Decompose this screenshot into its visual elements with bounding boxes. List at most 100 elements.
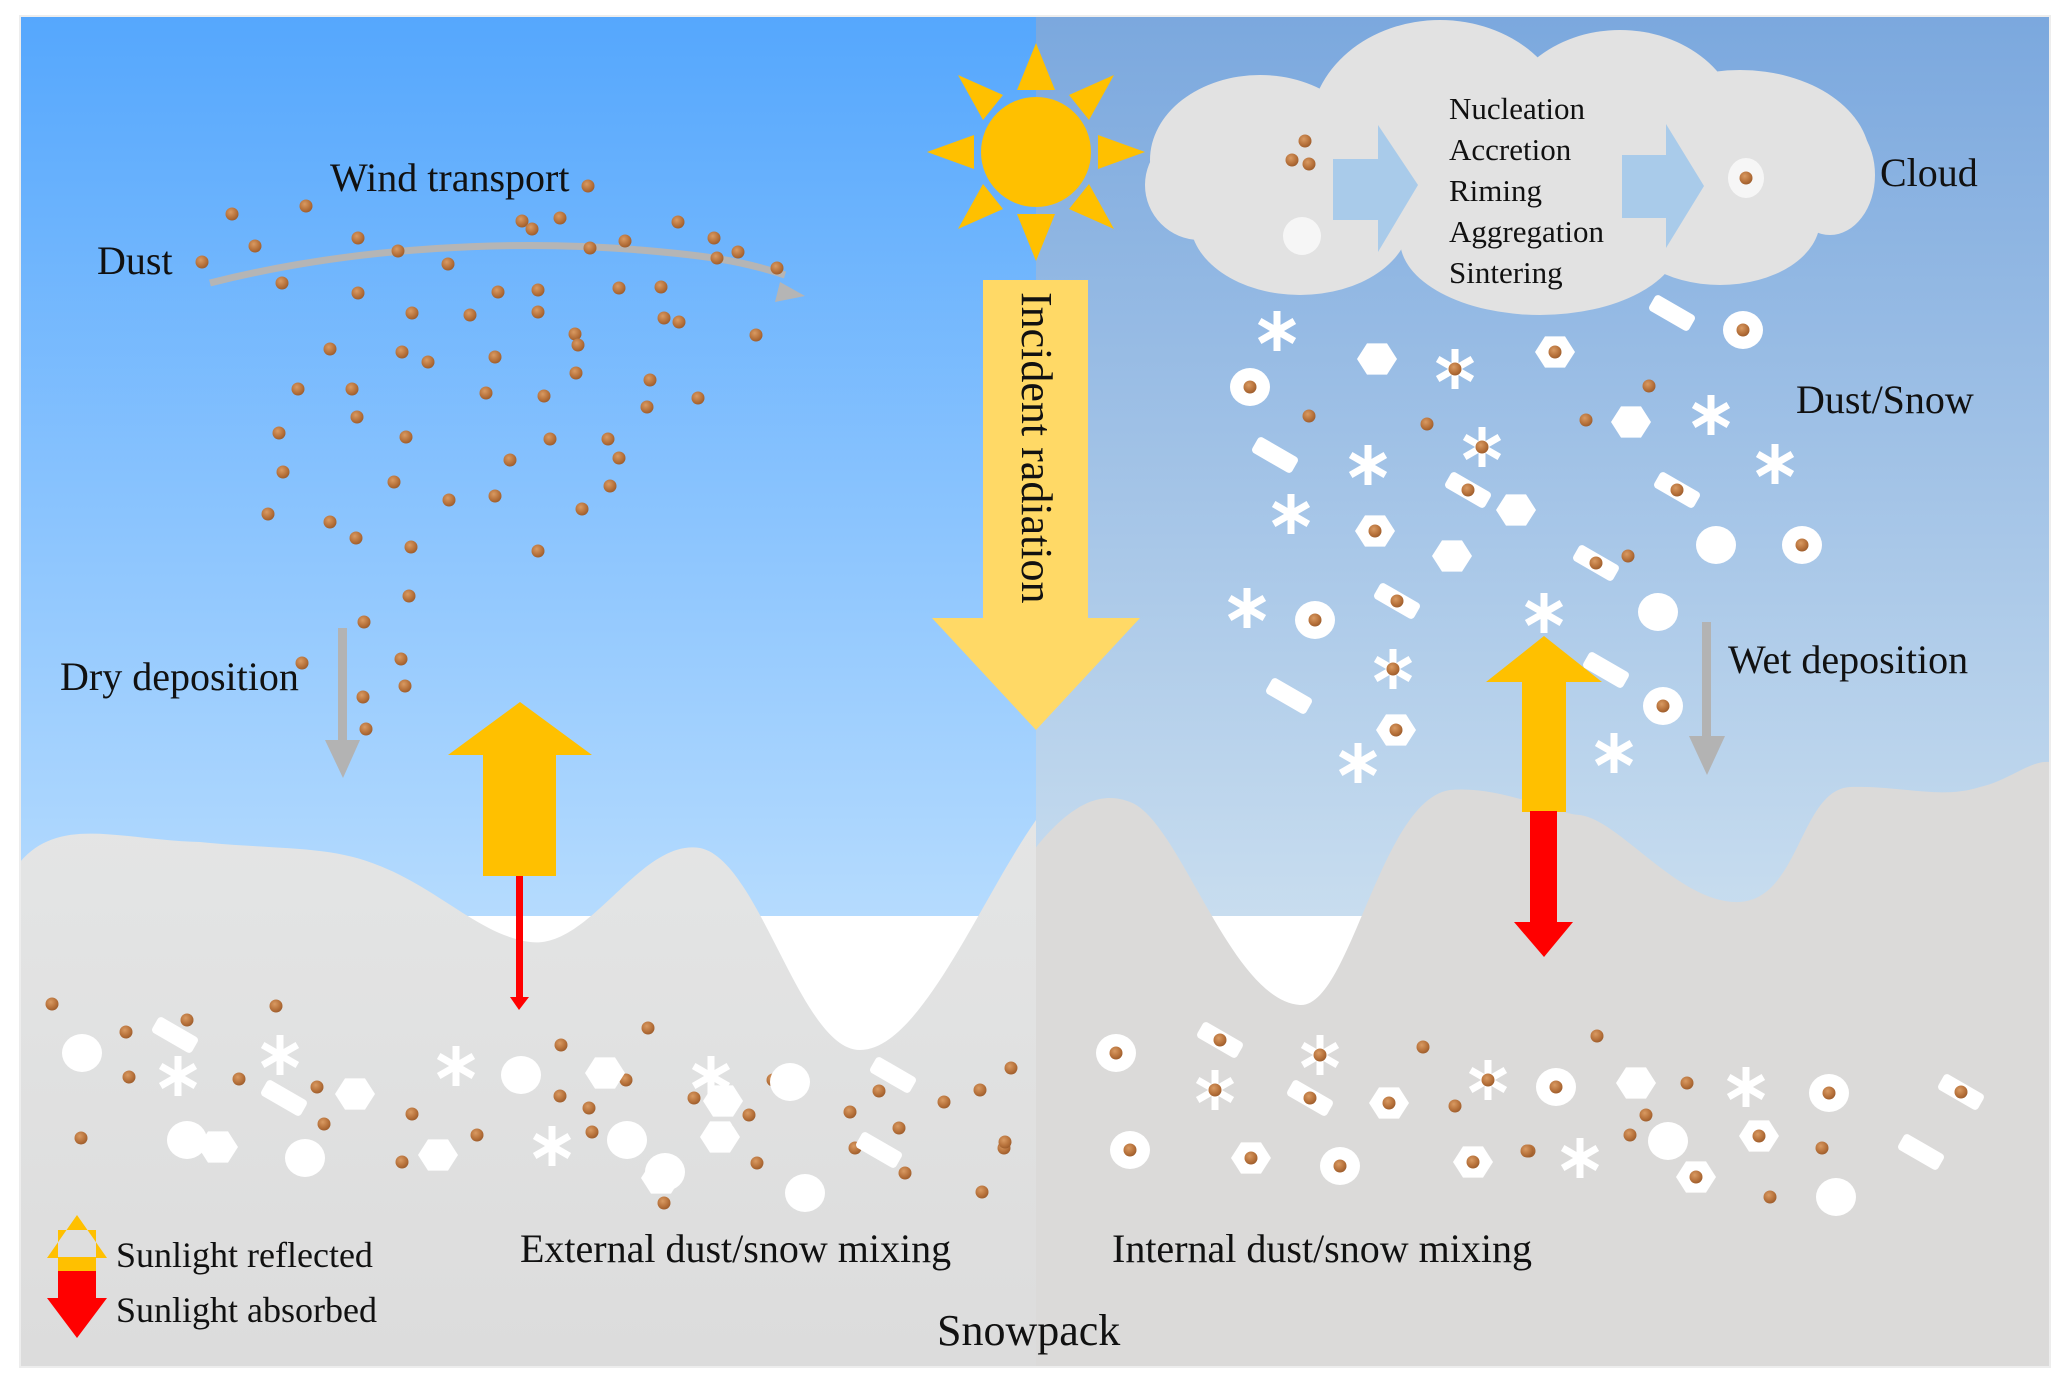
hex-crystal — [700, 1121, 740, 1153]
dust-particle — [421, 355, 435, 369]
label-snowpack: Snowpack — [937, 1306, 1120, 1355]
dust-particle — [654, 280, 668, 294]
dust-particle — [531, 283, 545, 297]
process-accretion: Accretion — [1449, 132, 1572, 167]
hex-crystal — [1616, 1067, 1656, 1099]
label-dust-snow: Dust/Snow — [1796, 377, 1974, 422]
dust-particle — [1244, 1151, 1258, 1165]
dust-particle — [1390, 594, 1404, 608]
dust-particle — [568, 327, 582, 341]
dust-particle — [1589, 556, 1603, 570]
dust-particle — [395, 1155, 409, 1169]
wet-deposition-arrowhead — [1689, 736, 1725, 775]
incident-radiation-arrow — [932, 280, 1140, 730]
ice-grain — [785, 1174, 825, 1212]
dust-particle — [1590, 1029, 1604, 1043]
dust-particle — [531, 544, 545, 558]
dust-particle — [1123, 1143, 1137, 1157]
dust-particle — [349, 531, 363, 545]
dust-particle — [731, 245, 745, 259]
legend-label-reflected: Sunlight reflected — [116, 1235, 373, 1275]
legend-reflected-arrow-base — [58, 1257, 96, 1271]
dust-particle — [672, 315, 686, 329]
dust-particle — [707, 231, 721, 245]
ice-grain — [285, 1139, 325, 1177]
dust-particle — [269, 999, 283, 1013]
dust-particle — [1461, 483, 1475, 497]
needle — [1583, 652, 1629, 688]
dust-particle — [1004, 1061, 1018, 1075]
needle — [261, 1080, 307, 1116]
dust-particle — [463, 308, 477, 322]
ice-grain — [607, 1121, 647, 1159]
needle — [152, 1017, 198, 1053]
wind-transport-arrowhead — [775, 282, 805, 302]
dust-particle — [619, 1073, 633, 1087]
dendrite — [436, 1046, 476, 1086]
dust-particle — [1815, 1141, 1829, 1155]
dendrite — [1726, 1067, 1766, 1107]
dendrite — [1257, 311, 1297, 351]
reflected-arrow-right — [1486, 636, 1602, 812]
dust-particle — [554, 1038, 568, 1052]
ice-grain — [501, 1056, 541, 1094]
dust-particle — [582, 1101, 596, 1115]
needle — [1898, 1134, 1944, 1170]
dust-particle — [612, 451, 626, 465]
dust-particle — [1621, 549, 1635, 563]
legend-reflected-arrow-icon — [47, 1215, 107, 1258]
dust-particle — [1420, 417, 1434, 431]
dust-particle — [585, 1125, 599, 1139]
dust-particle — [442, 493, 456, 507]
dust-particle — [973, 1083, 987, 1097]
dust-particle — [1416, 1040, 1430, 1054]
process-riming: Riming — [1449, 173, 1542, 208]
sun-icon — [927, 43, 1145, 261]
dust-particle — [345, 382, 359, 396]
dust-particle — [1285, 153, 1299, 167]
dust-particle — [601, 432, 615, 446]
dendrite — [158, 1056, 198, 1096]
label-dust: Dust — [97, 238, 173, 283]
dry-deposition-arrow-shaft — [338, 628, 347, 743]
dust-particle — [1213, 1033, 1227, 1047]
dust-particle — [276, 465, 290, 479]
hex-crystal — [1611, 406, 1651, 438]
dust-particle — [1752, 1129, 1766, 1143]
hex-crystal — [335, 1078, 375, 1110]
dust-particle — [1298, 134, 1312, 148]
needle — [1649, 295, 1695, 331]
dust-particle — [640, 400, 654, 414]
dust-particle — [1520, 1144, 1534, 1158]
dust-particle — [405, 306, 419, 320]
dust-particle — [1109, 1046, 1123, 1060]
label-wet-deposition: Wet deposition — [1728, 637, 1968, 682]
dust-particle — [180, 1013, 194, 1027]
dust-particle — [1481, 1073, 1495, 1087]
cloud-process-list: Nucleation Accretion Riming Aggregation … — [1449, 91, 1604, 290]
dust-particle — [537, 389, 551, 403]
dust-particle — [1243, 380, 1257, 394]
dust-particle — [1642, 379, 1656, 393]
dust-particle — [291, 382, 305, 396]
absorbed-arrow-left-shaft — [516, 876, 523, 999]
dust-particle — [770, 261, 784, 275]
dust-particle — [405, 1107, 419, 1121]
dendrite — [1227, 588, 1267, 628]
dust-particle — [398, 679, 412, 693]
dust-particle — [356, 690, 370, 704]
dust-particle — [488, 350, 502, 364]
dust-particle — [317, 1117, 331, 1131]
dust-particle — [643, 373, 657, 387]
dust-particle — [1389, 723, 1403, 737]
dust-particle — [553, 211, 567, 225]
dust-particle — [391, 244, 405, 258]
dust-particle — [531, 305, 545, 319]
ice-grain — [770, 1063, 810, 1101]
dust-particle — [399, 430, 413, 444]
dust-particle — [1302, 409, 1316, 423]
dendrite — [260, 1035, 300, 1075]
dry-deposition-arrowhead — [325, 740, 360, 778]
dust-particle — [543, 432, 557, 446]
dendrite — [1338, 743, 1378, 783]
